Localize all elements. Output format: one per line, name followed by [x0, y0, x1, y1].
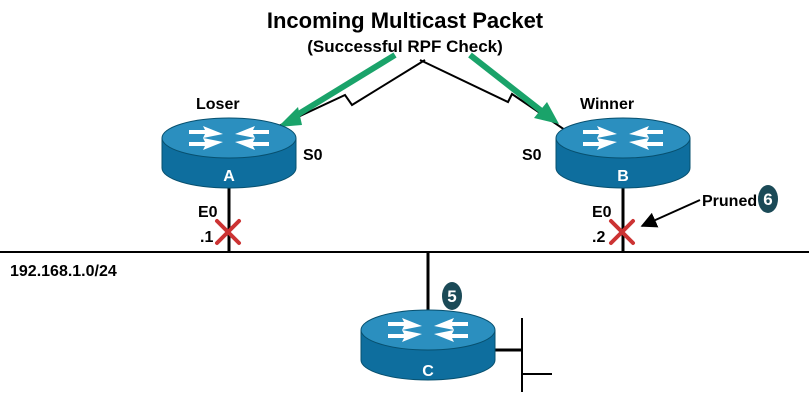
prune-x-icon — [609, 219, 635, 245]
prune-x-icon — [215, 219, 241, 245]
pruned-label: Pruned — [702, 193, 757, 210]
router-c-letter: C — [422, 363, 434, 380]
step-badge-pruned: 6 — [758, 185, 778, 213]
router-b[interactable]: B — [555, 117, 691, 189]
router-arrows-icon — [189, 126, 269, 150]
diagram-title: Incoming Multicast Packet — [267, 8, 544, 33]
svg-text:5: 5 — [447, 287, 456, 306]
router-b-ethernet: E0 — [592, 204, 612, 221]
router-a-address: .1 — [200, 229, 213, 246]
network-label: 192.168.1.0/24 — [10, 263, 117, 280]
router-b-letter: B — [617, 168, 629, 185]
multicast-arrow-to-a — [278, 52, 397, 127]
step-badge-router-c: 5 — [442, 282, 462, 310]
router-a-ethernet: E0 — [198, 204, 218, 221]
router-a-letter: A — [223, 168, 235, 185]
diagram-subtitle: (Successful RPF Check) — [307, 37, 503, 56]
router-b-serial: S0 — [522, 147, 542, 164]
router-arrows-icon — [388, 318, 468, 342]
svg-text:6: 6 — [763, 190, 772, 209]
multicast-arrow-to-b — [468, 52, 559, 124]
router-b-role: Winner — [580, 96, 634, 113]
router-c[interactable]: C — [360, 309, 496, 381]
serial-link-a — [269, 59, 426, 131]
router-b-address: .2 — [592, 229, 605, 246]
router-a-role: Loser — [196, 96, 240, 113]
router-a[interactable]: A — [161, 117, 297, 189]
pruned-pointer-arrow — [640, 199, 701, 228]
router-a-serial: S0 — [303, 147, 323, 164]
router-arrows-icon — [583, 126, 663, 150]
